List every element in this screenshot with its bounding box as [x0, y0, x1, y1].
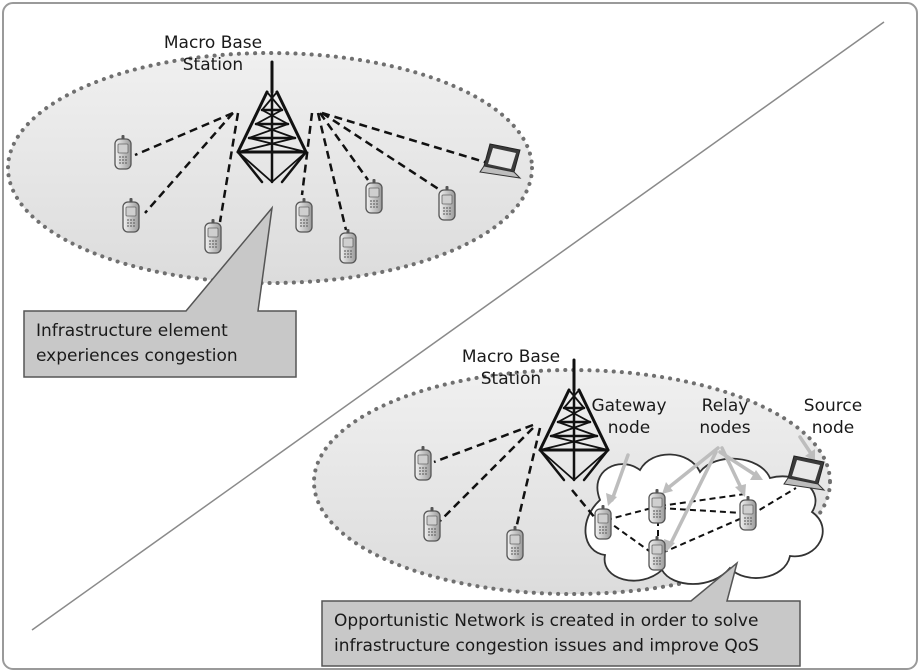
phone-icon — [204, 218, 222, 254]
gateway-node-label: Gateway node — [591, 396, 667, 438]
bottom-callout-text: Opportunistic Network is created in orde… — [334, 611, 759, 656]
arrow-heads — [606, 449, 815, 552]
phone-icon — [506, 525, 524, 561]
diagonal-divider — [31, 21, 885, 631]
top-links — [134, 111, 489, 231]
bottom-links — [433, 423, 601, 538]
source-node-label: Source node — [803, 396, 863, 438]
relay-phone-icon — [648, 535, 666, 571]
relay-nodes-label: Relay nodes — [699, 396, 751, 438]
phone-icon — [295, 197, 313, 233]
cloud-icon — [584, 453, 824, 585]
phone-icon — [122, 197, 140, 233]
bottom-scene — [312, 358, 832, 667]
top-callout-box — [23, 205, 297, 378]
mesh-links — [605, 487, 797, 554]
phone-icon — [114, 134, 132, 170]
bottom-callout-box — [321, 560, 801, 667]
gateway-phone-icon — [594, 504, 612, 540]
relay-phone-icon — [648, 488, 666, 524]
phone-icon — [414, 445, 432, 481]
phone-icon — [365, 178, 383, 214]
top-tower-label: Macro Base Station — [163, 33, 263, 75]
top-cell-coverage — [6, 51, 534, 285]
phone-icon — [339, 228, 357, 264]
top-scene — [6, 51, 534, 378]
label-arrows — [610, 435, 814, 547]
phone-icon — [423, 506, 441, 542]
bottom-tower-label: Macro Base Station — [461, 347, 561, 389]
phone-icon — [438, 185, 456, 221]
top-callout-text: Infrastructure element experiences conge… — [36, 321, 238, 366]
relay-phone-icon — [739, 495, 757, 531]
